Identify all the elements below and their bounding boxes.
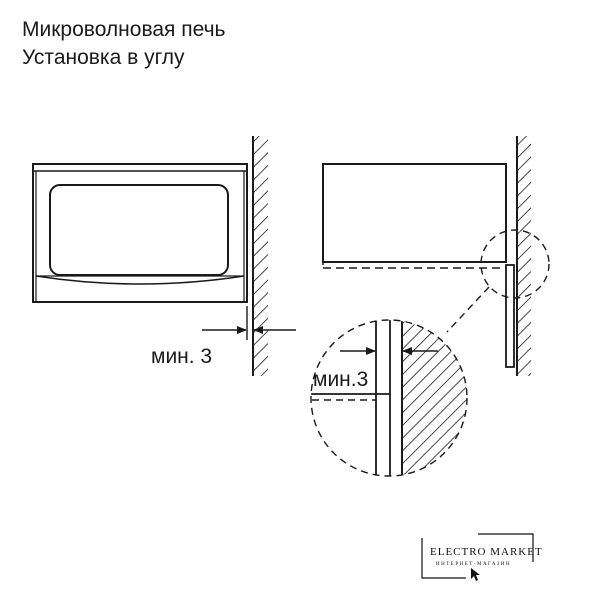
wall-right xyxy=(516,136,531,376)
detail-magnified-view xyxy=(310,319,468,477)
wall-left xyxy=(252,136,268,376)
logo-brand-text: ELECTRO MARKET xyxy=(430,546,543,558)
microwave-front-view xyxy=(32,163,248,303)
title-line-1: Микроволновая печь xyxy=(22,18,226,41)
min-gap-label-detail: мин.3 xyxy=(313,368,368,391)
cursor-icon xyxy=(471,568,480,581)
dimension-min-gap-detail xyxy=(340,347,438,355)
microwave-side-view xyxy=(322,163,515,368)
title-line-2: Установка в углу xyxy=(22,46,185,69)
electro-market-logo: ELECTRO MARKET ИНТЕРНЕТ-МАГАЗИН xyxy=(421,533,543,581)
min-gap-label-left: мин. 3 xyxy=(151,345,212,368)
dimension-min-gap-left xyxy=(202,306,296,340)
logo-tagline-text: ИНТЕРНЕТ-МАГАЗИН xyxy=(436,562,511,567)
detail-callout xyxy=(446,229,550,333)
